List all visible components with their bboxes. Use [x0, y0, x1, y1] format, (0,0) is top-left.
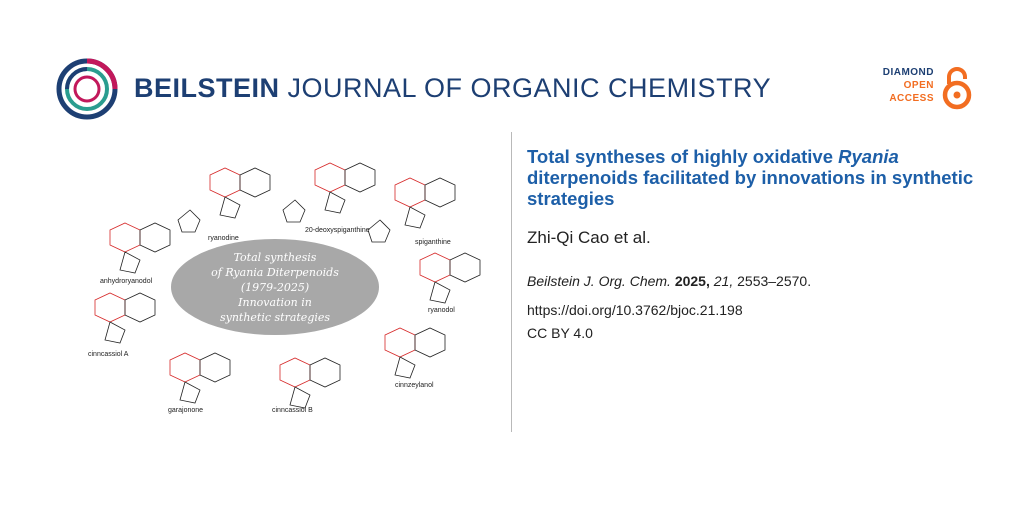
oval-line-4: Innovation in: [238, 296, 312, 309]
badge-line-access: ACCESS: [889, 93, 934, 104]
molecule-ryanodol: [419, 252, 481, 304]
molecule-anhydroryanodol: [109, 222, 171, 274]
molecule-ryanodine: [177, 167, 271, 233]
license[interactable]: CC BY 4.0: [527, 325, 593, 341]
badge-line-open: OPEN: [903, 80, 934, 91]
label-ryanodol: ryanodol: [428, 307, 455, 314]
label-spiganthine: spiganthine: [415, 239, 451, 246]
journal-name: BEILSTEIN JOURNAL OF ORGANIC CHEMISTRY: [134, 72, 771, 104]
oval-line-2: of Ryania Diterpenoids: [211, 266, 339, 279]
oval-caption: Total synthesis of Ryania Diterpenoids (…: [175, 250, 375, 325]
citation: Beilstein J. Org. Chem. 2025, 21, 2553–2…: [527, 273, 811, 289]
label-cinncassiol-b: cinncassiol B: [272, 407, 313, 414]
oval-line-1: Total synthesis: [233, 251, 317, 264]
citation-volume: 21,: [713, 273, 734, 289]
header: BEILSTEIN JOURNAL OF ORGANIC CHEMISTRY D…: [0, 0, 1024, 130]
molecule-garajonone: [169, 352, 231, 404]
title-italic: Ryania: [838, 146, 899, 167]
molecule-20-deoxyspiganthine: [282, 162, 376, 223]
molecule-cinncassiol-b: [279, 357, 341, 409]
label-20-deoxyspiganthine: 20-deoxyspiganthine: [305, 227, 370, 234]
oval-line-5: synthetic strategies: [219, 311, 331, 324]
article-title[interactable]: Total syntheses of highly oxidative Ryan…: [527, 146, 997, 209]
citation-journal: Beilstein J. Org. Chem.: [527, 273, 671, 289]
citation-year: 2025,: [674, 273, 710, 289]
molecule-cinnzeylanol: [384, 327, 446, 379]
journal-name-bold: BEILSTEIN: [134, 73, 280, 103]
title-part-1: Total syntheses of highly oxidative: [527, 146, 839, 167]
label-anhydroryanodol: anhydroryanodol: [100, 278, 153, 285]
molecule-cinncassiol-a: [94, 292, 156, 344]
oval-line-3: (1979-2025): [240, 281, 310, 294]
label-cinnzeylanol: cinnzeylanol: [395, 382, 434, 389]
authors: Zhi-Qi Cao et al.: [527, 228, 651, 247]
open-access-lock-icon: [942, 67, 972, 110]
label-garajonone: garajonone: [168, 407, 203, 414]
diamond-open-access-badge: DIAMOND OPEN ACCESS: [870, 66, 980, 116]
label-cinncassiol-a: cinncassiol A: [88, 351, 129, 358]
badge-line-diamond: DIAMOND: [882, 67, 934, 78]
citation-pages: 2553–2570.: [737, 273, 812, 289]
molecule-spiganthine: [367, 177, 456, 243]
label-ryanodine: ryanodine: [208, 235, 239, 242]
vertical-divider: [511, 132, 512, 432]
center-oval: [171, 239, 379, 335]
graphical-abstract: ryanodine 20-deoxyspiganthine spiganthin…: [88, 162, 481, 414]
title-part-2: diterpenoids facilitated by innovations …: [527, 167, 974, 209]
beilstein-logo-icon: [56, 58, 118, 120]
doi-link[interactable]: https://doi.org/10.3762/bjoc.21.198: [527, 302, 743, 318]
article-info: Total syntheses of highly oxidative Ryan…: [527, 146, 997, 209]
journal-name-rest: JOURNAL OF ORGANIC CHEMISTRY: [287, 73, 772, 103]
